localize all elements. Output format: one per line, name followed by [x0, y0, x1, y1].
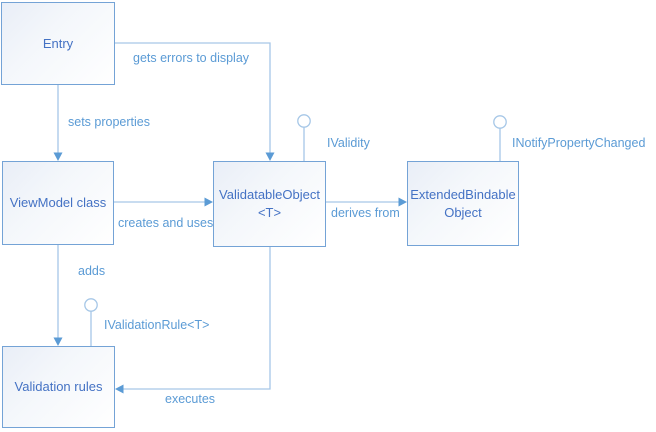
edge-label-sets-properties: sets properties	[68, 115, 150, 129]
edge-label-executes: executes	[165, 392, 216, 406]
node-validatableobject-label-line2: <T>	[257, 205, 282, 220]
interface-circle-ivalidity	[297, 114, 311, 128]
connector-lines	[57, 42, 501, 390]
edge-label-creates-and-uses: creates and uses	[118, 216, 214, 230]
node-validation-rules-label: Validation rules	[14, 379, 103, 395]
node-entry-label: Entry	[42, 35, 74, 51]
interface-label-inotifypropertychanged: INotifyPropertyChanged	[512, 136, 646, 150]
interface-label-ivalidationrule: IValidationRule<T>	[104, 318, 210, 332]
node-validatableobject-label-line1: ValidatableObject	[219, 187, 320, 203]
edge-label-gets-errors: gets errors to display	[133, 51, 250, 65]
edge-gets-errors-line	[115, 42, 271, 153]
interface-circle-inotifypropertychanged	[493, 115, 507, 129]
node-validation-rules: Validation rules	[2, 346, 115, 428]
node-extendedbindableobject-label-line2: Object	[444, 204, 482, 220]
node-extendedbindableobject-label-line1: ExtendedBindable	[410, 186, 516, 202]
arrowheads	[53, 152, 407, 394]
arrowhead-gets-errors	[265, 152, 275, 161]
node-viewmodel-class: ViewModel class	[2, 161, 114, 245]
arrowhead-executes	[115, 384, 124, 394]
interface-lollipops	[84, 114, 507, 312]
edge-executes-line	[123, 247, 271, 390]
interface-label-ivalidity: IValidity	[327, 136, 370, 150]
edge-label-adds: adds	[78, 264, 106, 278]
edge-label-derives-from: derives from	[331, 206, 400, 220]
node-validatableobject: ValidatableObject <T>	[213, 161, 326, 247]
arrowhead-adds	[53, 337, 63, 346]
arrowhead-derives-from	[398, 197, 407, 207]
interface-circle-ivalidationrule	[84, 298, 98, 312]
arrowhead-creates-and-uses	[204, 197, 213, 207]
node-extendedbindableobject: ExtendedBindable Object	[407, 161, 519, 246]
arrowhead-sets-properties	[53, 152, 63, 161]
node-entry: Entry	[1, 2, 115, 85]
node-viewmodel-class-label: ViewModel class	[9, 195, 107, 211]
